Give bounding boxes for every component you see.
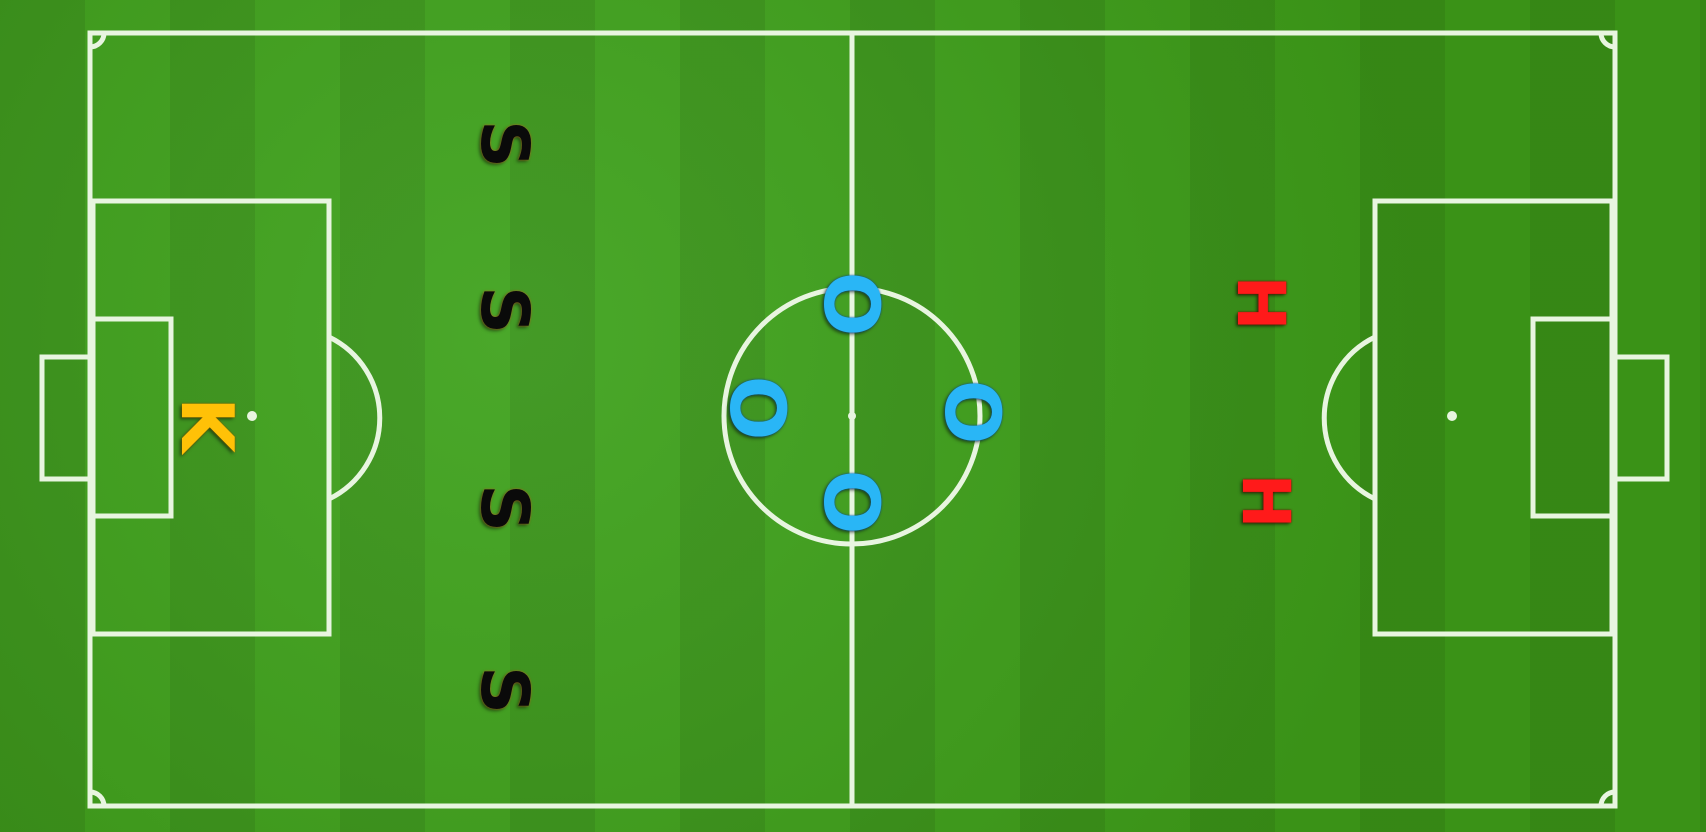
player-marker-o[interactable]: O <box>712 358 802 458</box>
right-penalty-spot <box>1447 411 1457 421</box>
right-penalty-area <box>1375 201 1612 634</box>
goalkeeper-marker-k[interactable]: K <box>162 375 252 475</box>
left-goal <box>42 357 90 479</box>
right-goal <box>1615 357 1667 479</box>
player-marker-s[interactable]: S <box>459 458 549 558</box>
player-marker-o[interactable]: O <box>806 254 896 354</box>
player-marker-h[interactable]: H <box>1215 253 1305 353</box>
player-marker-o[interactable]: O <box>927 362 1017 462</box>
left-goal-area <box>93 319 171 516</box>
right-penalty-arc <box>1324 337 1375 499</box>
center-spot <box>848 412 856 420</box>
player-marker-s[interactable]: S <box>459 260 549 360</box>
left-penalty-arc <box>329 337 380 499</box>
player-marker-h[interactable]: H <box>1220 451 1310 551</box>
player-marker-s[interactable]: S <box>459 640 549 740</box>
right-goal-area <box>1533 319 1612 516</box>
player-marker-s[interactable]: S <box>459 94 549 194</box>
player-marker-o[interactable]: O <box>806 452 896 552</box>
